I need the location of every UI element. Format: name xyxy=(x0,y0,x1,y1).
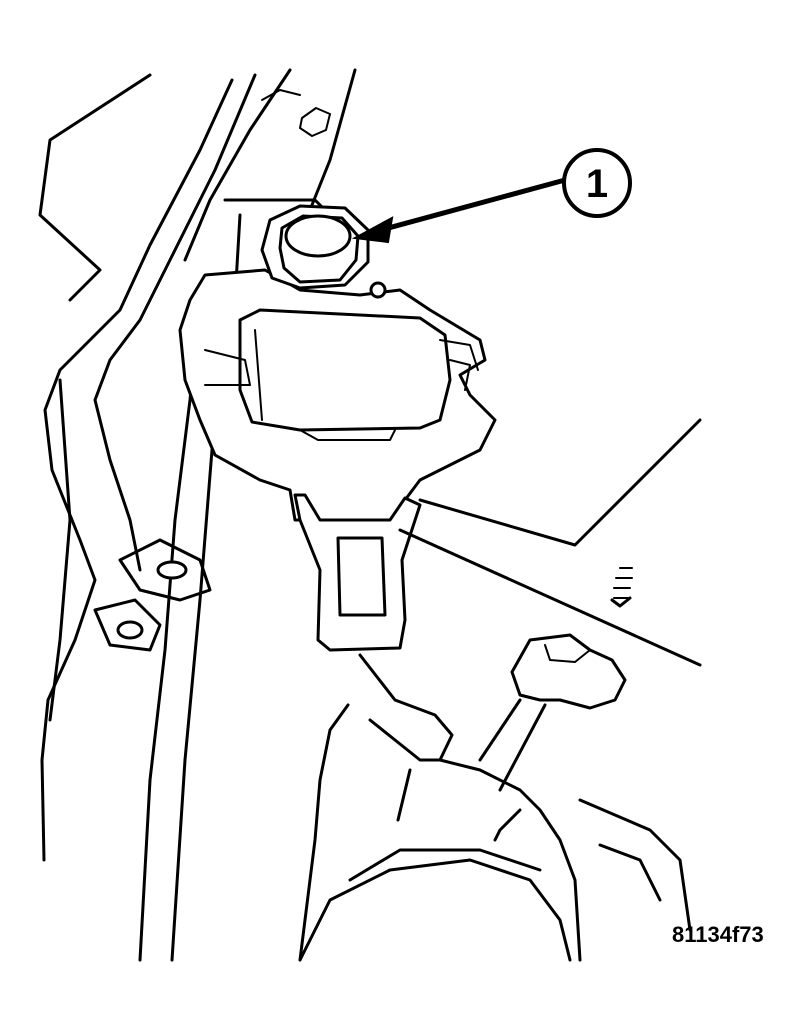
anchor-bolt xyxy=(260,204,370,290)
seat-bracket xyxy=(298,633,692,962)
figure-id-label: 81134f73 xyxy=(672,922,764,947)
seat-belt-anchor-assembly xyxy=(178,198,497,652)
callout-1: 1 xyxy=(562,148,632,218)
callout-1-label: 1 xyxy=(586,162,608,206)
callout-leader-arrow xyxy=(351,177,566,244)
b-pillar-trim xyxy=(38,68,357,962)
body-panel xyxy=(398,418,702,667)
